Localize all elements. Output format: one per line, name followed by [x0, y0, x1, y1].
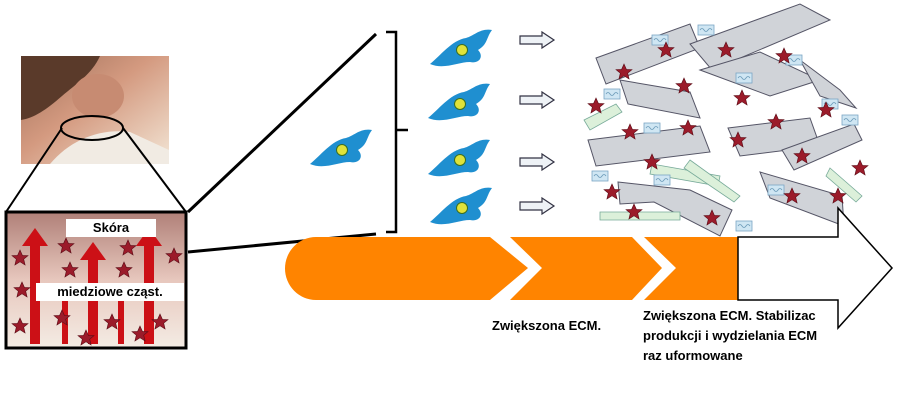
- outline-arrow-icon: [519, 153, 555, 171]
- skin-label: Skóra: [66, 219, 156, 237]
- ecm-increase-label: Zwiększona ECM.: [492, 318, 602, 333]
- bracket: [386, 30, 408, 234]
- cell-icon: [427, 83, 491, 121]
- zoom-line-left: [5, 127, 63, 213]
- outline-arrow-icon: [519, 91, 555, 109]
- cell-icon: [429, 187, 493, 225]
- process-arrow: [285, 206, 894, 330]
- chevron-arrow: [737, 206, 894, 330]
- cell-icon: [429, 29, 493, 67]
- zoom-line-upper: [186, 32, 378, 214]
- copper-particles-label: miedziowe cząst.: [36, 283, 184, 301]
- zoom-line-right: [122, 127, 187, 213]
- ecm-stabilization-label: Zwiększona ECM. Stabilizac produkcji i w…: [643, 306, 817, 366]
- cell-icon: [309, 129, 373, 167]
- ecm-stabilization-line-1: Zwiększona ECM. Stabilizac: [643, 308, 816, 323]
- cell-icon: [427, 139, 491, 177]
- ecm-stabilization-line-3: raz uformowane: [643, 348, 743, 363]
- outline-arrow-icon: [519, 31, 555, 49]
- ecm-fibers: [583, 3, 863, 237]
- ecm-stabilization-line-2: produkcji i wydzielania ECM: [643, 328, 818, 343]
- outline-arrow-icon: [519, 197, 555, 215]
- face-photo: [21, 56, 169, 164]
